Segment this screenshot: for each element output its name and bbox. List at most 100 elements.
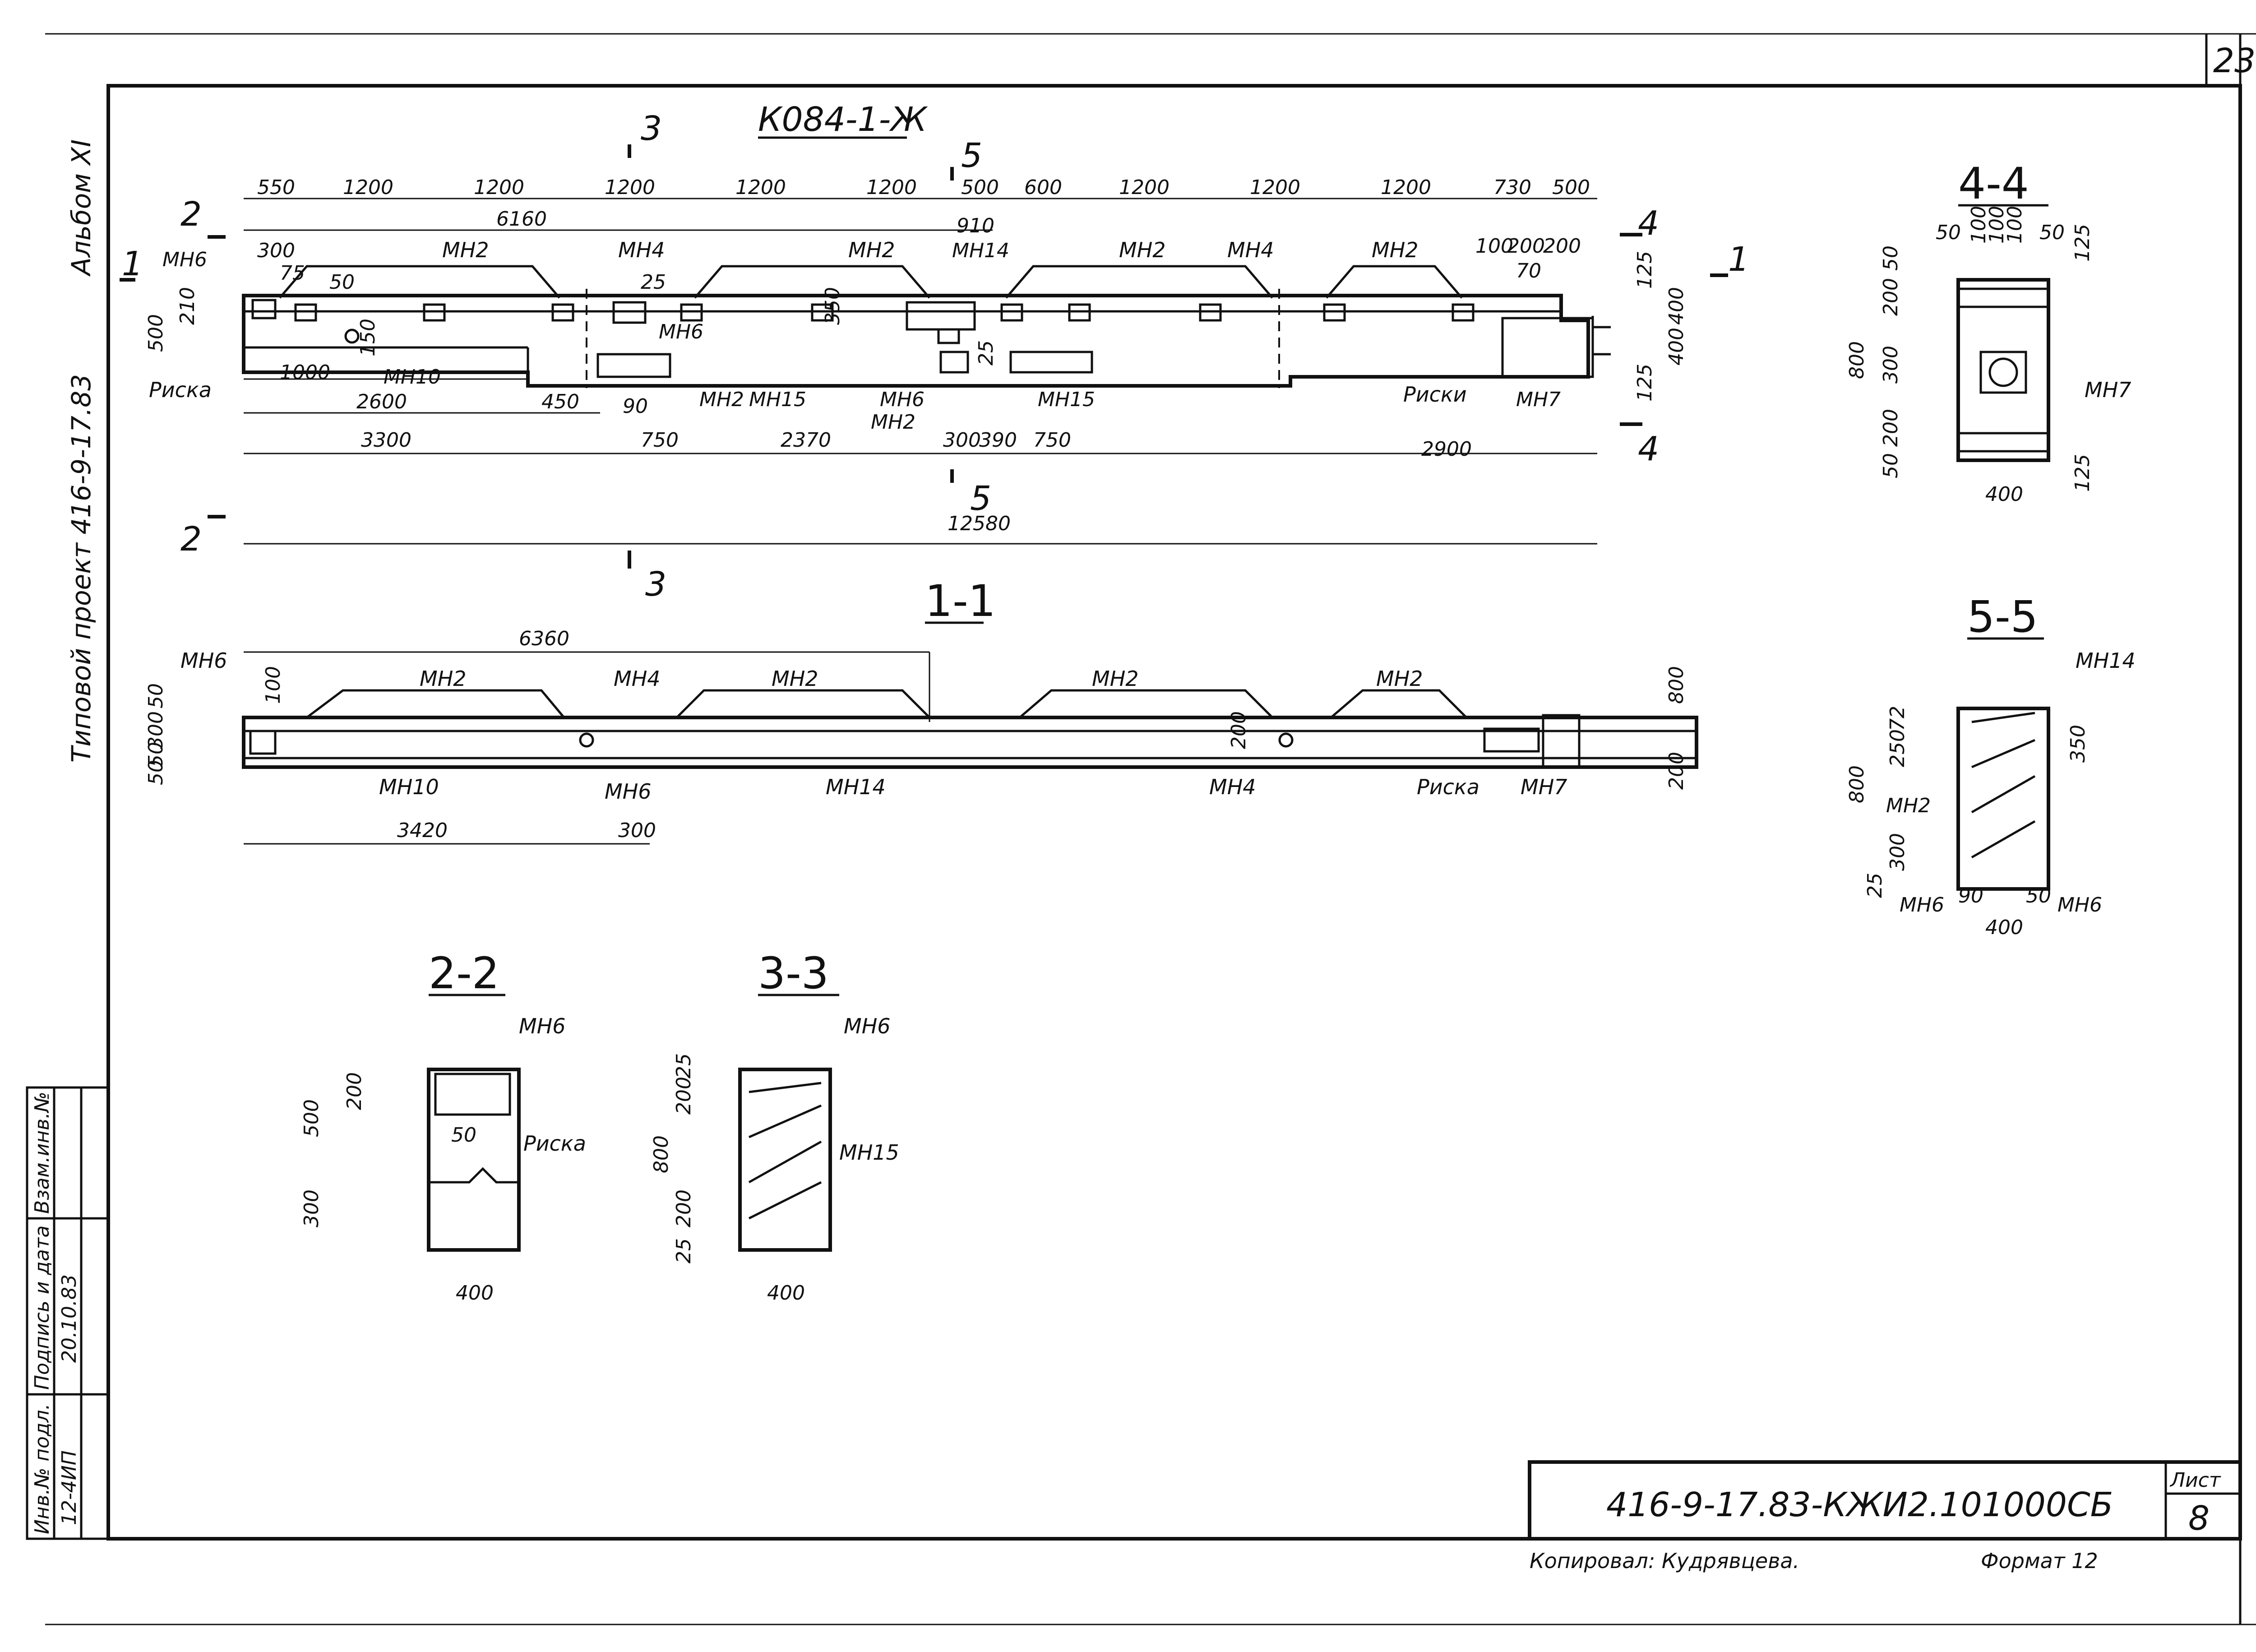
dim: 90 bbox=[1958, 884, 1983, 907]
dim: 100 bbox=[1967, 206, 1990, 244]
dim: 75 bbox=[280, 262, 305, 285]
album-label: Альбом XI bbox=[66, 139, 97, 277]
dim: 90 bbox=[623, 395, 648, 418]
section-2-2: 2-2 500 300 200 50 400 МН6 Риска bbox=[300, 948, 586, 1305]
left-stamp bbox=[26, 1086, 110, 1540]
label-mn2: МН2 bbox=[1372, 238, 1419, 262]
dim: 50 bbox=[1879, 453, 1902, 478]
dim: 750 bbox=[641, 429, 679, 452]
section-4-4: 4-4 50 100 100 100 50 125 50 200 800 300… bbox=[1845, 158, 2131, 506]
label-mn4: МН4 bbox=[618, 238, 665, 262]
label-mn4: МН4 bbox=[614, 666, 661, 691]
dim: 25 bbox=[641, 271, 666, 294]
cut-mark: 2 bbox=[180, 195, 202, 234]
section-3-3: 3-3 25 200 800 200 25 400 МН6 МН15 bbox=[650, 948, 899, 1305]
dim: 200 bbox=[1879, 278, 1902, 316]
label-mn2: МН2 bbox=[699, 388, 744, 411]
label-mn2: МН2 bbox=[1092, 666, 1139, 691]
dim: 350 bbox=[821, 287, 844, 325]
label-mn2: МН2 bbox=[871, 411, 915, 434]
dim: 300 bbox=[618, 819, 656, 842]
dim: 6360 bbox=[519, 627, 569, 650]
label-mn6: МН6 bbox=[180, 648, 227, 673]
label-mn10: МН10 bbox=[379, 775, 439, 799]
label-mn6: МН6 bbox=[162, 248, 207, 271]
label-mn6: МН6 bbox=[844, 1014, 891, 1038]
dim: 300 bbox=[1886, 833, 1909, 871]
dim: 100 bbox=[1475, 235, 1513, 258]
dim: 1200 bbox=[1119, 176, 1170, 199]
label-mn14: МН14 bbox=[826, 775, 886, 799]
dim: 500 bbox=[961, 176, 999, 199]
dim: 12580 bbox=[948, 512, 1011, 535]
dim: 6160 bbox=[496, 208, 547, 231]
list-label: Лист bbox=[2169, 1469, 2221, 1492]
label-mn6: МН6 bbox=[519, 1014, 566, 1038]
cut-mark: 3 bbox=[641, 109, 662, 148]
dim: 25 bbox=[975, 340, 998, 366]
section-1-1: 1-1 6360 3420 300 100 50 300 50 50 800 2… bbox=[144, 576, 1698, 845]
dim: 25 bbox=[672, 1053, 695, 1078]
list-value: 8 bbox=[2188, 1499, 2210, 1538]
dim: 400 bbox=[1665, 328, 1688, 366]
section-title: 3-3 bbox=[758, 948, 829, 999]
dim: 910 bbox=[957, 214, 994, 237]
main-view-title: К084-1-Ж bbox=[758, 100, 928, 139]
cut-markers: 2 2 3 3 5 5 4 4 1 1 bbox=[120, 109, 1749, 604]
dim: 350 bbox=[2066, 725, 2090, 763]
label-mn7: МН7 bbox=[1516, 388, 1561, 411]
dim: 800 bbox=[1665, 666, 1688, 704]
label-riski: Риски bbox=[1403, 382, 1467, 407]
label-mn7: МН7 bbox=[1521, 775, 1567, 799]
label-mn15: МН15 bbox=[839, 1140, 899, 1165]
dim: 125 bbox=[1633, 364, 1656, 402]
dim: 400 bbox=[767, 1282, 805, 1305]
section-title: 1-1 bbox=[925, 576, 996, 626]
dim: 125 bbox=[2071, 454, 2094, 492]
dim: 400 bbox=[1985, 916, 2023, 939]
embedded-parts bbox=[251, 299, 1611, 378]
label-mn6: МН6 bbox=[659, 320, 703, 343]
label-mn10: МН10 bbox=[384, 366, 441, 389]
dim: 2370 bbox=[781, 429, 831, 452]
project-label: Типовой проект 416-9-17.83 bbox=[66, 374, 97, 763]
main-view: К084-1-Ж bbox=[120, 100, 1749, 604]
dim: 300 bbox=[144, 711, 167, 749]
stamp-inv-podl: Инв.№ подл. bbox=[31, 1403, 54, 1534]
main-labels: МН6 МН2 МН4 МН2 МН14 МН2 МН4 МН2 МН6 МН1… bbox=[149, 238, 1561, 434]
dim: 300 bbox=[943, 429, 981, 452]
cut-mark: 3 bbox=[645, 565, 666, 604]
dim: 3300 bbox=[361, 429, 411, 452]
cut-mark: 1 bbox=[1728, 240, 1749, 279]
section-title: 2-2 bbox=[429, 948, 499, 999]
dim: 400 bbox=[1665, 287, 1688, 325]
document-code: 416-9-17.83-КЖИ2.101000СБ bbox=[1606, 1485, 2113, 1524]
dim: 550 bbox=[257, 176, 295, 199]
dim: 50 bbox=[2026, 884, 2051, 907]
rebar-mn2-3 bbox=[1326, 265, 1463, 299]
dim: 100 bbox=[262, 666, 285, 704]
label-mn2: МН2 bbox=[1886, 794, 1931, 817]
dim: 200 bbox=[1665, 752, 1688, 790]
dim: 50 bbox=[1879, 245, 1902, 271]
cut-mark: 5 bbox=[970, 479, 991, 518]
stamp-inv-value: 12-4ИП bbox=[58, 1450, 81, 1525]
title-block bbox=[1528, 1460, 2242, 1541]
dim: 200 bbox=[343, 1072, 366, 1110]
cut-mark: 5 bbox=[961, 136, 982, 175]
dim: 50 bbox=[451, 1124, 476, 1147]
dim: 1200 bbox=[735, 176, 786, 199]
label-riska: Риска bbox=[523, 1131, 586, 1156]
dim: 210 bbox=[176, 287, 199, 325]
label-mn2: МН2 bbox=[772, 666, 818, 691]
dim: 500 bbox=[1552, 176, 1590, 199]
label-mn7: МН7 bbox=[2085, 378, 2131, 402]
dim: 1200 bbox=[1381, 176, 1431, 199]
top-dims: 550 1200 1200 1200 1200 1200 500 600 120… bbox=[144, 176, 1688, 402]
dim: 750 bbox=[1033, 429, 1071, 452]
label-mn2: МН2 bbox=[1119, 238, 1166, 262]
label-mn14: МН14 bbox=[952, 239, 1009, 262]
dim: 200 bbox=[1227, 711, 1250, 749]
label-mn15: МН15 bbox=[749, 388, 806, 411]
